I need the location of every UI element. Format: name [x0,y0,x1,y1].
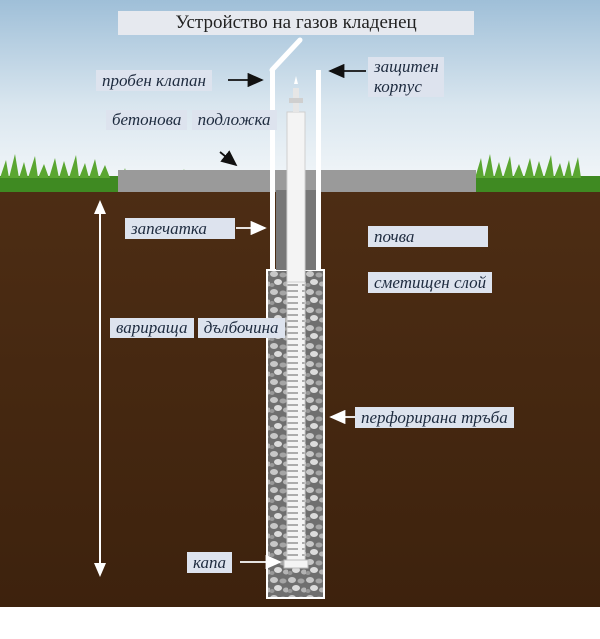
diagram-title: Устройство на газов кладенец [118,11,474,35]
label-protective-casing-line2: корпус [374,77,422,96]
label-perforated-pipe: перфорирана тръба [355,407,514,428]
label-protective-casing: защитен корпус [368,57,444,97]
probe-valve [289,76,303,112]
label-waste-layer: сметищен слой [368,272,493,293]
label-cap: капа [187,552,233,573]
bottom-band [0,607,600,639]
protective-casing [269,37,321,270]
label-soil: почва [368,226,488,247]
riser-pipe [286,111,306,283]
label-varying-depth-line2: дълбочина [197,318,285,338]
depth-double-arrow [94,200,106,577]
label-probe-valve: пробен клапан [96,70,212,91]
label-concrete-pad: бетонова подложка [106,110,277,130]
label-protective-casing-line1: защитен [374,57,439,76]
perforated-pipe [286,281,306,563]
label-seal: запечатка [125,218,235,239]
label-varying-depth-line1: варираща [110,318,194,338]
label-varying-depth: варираща дълбочина [110,318,285,338]
pointer-arrows [219,63,366,570]
pipe-cap [283,559,309,569]
label-concrete-pad-line2: подложка [191,110,277,130]
label-concrete-pad-line1: бетонова [106,110,188,130]
